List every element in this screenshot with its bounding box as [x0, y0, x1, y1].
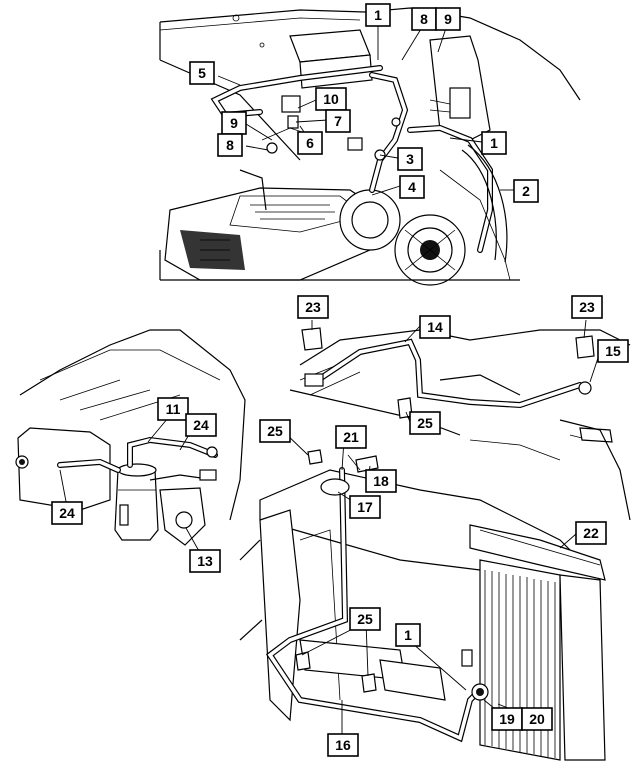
callout-9-left: 9	[221, 111, 247, 135]
callout-4: 4	[399, 175, 425, 199]
callout-25-bottom: 25	[349, 607, 381, 631]
callout-label: 14	[427, 319, 443, 335]
callout-label: 25	[267, 423, 283, 439]
callout-label: 21	[343, 429, 359, 445]
callout-label: 24	[193, 417, 209, 433]
callout-20: 20	[521, 707, 553, 731]
callout-5: 5	[189, 61, 215, 85]
callout-3: 3	[397, 147, 423, 171]
callout-label: 1	[374, 7, 382, 23]
callout-21: 21	[335, 425, 367, 449]
callout-17: 17	[349, 495, 381, 519]
callout-9-top: 9	[435, 7, 461, 31]
callout-8-left: 8	[217, 133, 243, 157]
callout-label: 11	[166, 401, 181, 417]
callout-label: 16	[335, 737, 351, 753]
callout-1-top: 1	[365, 3, 391, 27]
callout-1-bottom: 1	[395, 623, 421, 647]
callout-label: 8	[420, 11, 428, 27]
callout-24-lower: 24	[51, 501, 83, 525]
callout-label: 20	[529, 711, 545, 727]
callout-19: 19	[491, 707, 523, 731]
callout-label: 9	[444, 11, 452, 27]
callout-label: 5	[198, 65, 206, 81]
callout-label: 8	[226, 137, 234, 153]
callout-2: 2	[513, 179, 539, 203]
callout-23-right: 23	[571, 295, 603, 319]
callout-label: 1	[490, 135, 498, 151]
condenser-view	[239, 327, 631, 761]
callout-label: 24	[59, 505, 75, 521]
condenser-fins	[484, 570, 556, 758]
callout-label: 23	[579, 299, 595, 315]
callout-11: 11	[157, 397, 189, 421]
callout-13: 13	[189, 549, 221, 573]
callout-label: 22	[583, 525, 599, 541]
callout-15: 15	[597, 339, 629, 363]
callout-label: 18	[373, 473, 389, 489]
callout-18: 18	[365, 469, 397, 493]
callout-22: 22	[575, 521, 607, 545]
callout-label: 19	[499, 711, 515, 727]
callout-label: 10	[323, 91, 339, 107]
callout-1-right: 1	[481, 131, 507, 155]
callout-label: 17	[357, 499, 373, 515]
callout-label: 23	[305, 299, 321, 315]
accumulator-view	[15, 329, 246, 546]
callout-label: 25	[417, 415, 433, 431]
callout-label: 7	[334, 113, 342, 129]
callout-label: 6	[306, 135, 314, 151]
engine-compartment-view	[159, 7, 581, 286]
callout-25-left: 25	[259, 419, 291, 443]
callout-8-top: 8	[411, 7, 437, 31]
callout-label: 9	[230, 115, 238, 131]
callout-label: 13	[197, 553, 213, 569]
callout-label: 1	[404, 627, 412, 643]
callout-6: 6	[297, 131, 323, 155]
callout-23-left: 23	[297, 295, 329, 319]
callout-7: 7	[325, 109, 351, 133]
callout-10: 10	[315, 87, 347, 111]
callout-25-middle: 25	[409, 411, 441, 435]
callout-14: 14	[419, 315, 451, 339]
callout-16: 16	[327, 733, 359, 757]
callout-label: 3	[406, 151, 414, 167]
callout-label: 25	[357, 611, 373, 627]
callout-label: 15	[605, 343, 621, 359]
callout-label: 4	[408, 179, 416, 195]
callout-24-upper: 24	[185, 413, 217, 437]
callout-label: 2	[522, 183, 530, 199]
